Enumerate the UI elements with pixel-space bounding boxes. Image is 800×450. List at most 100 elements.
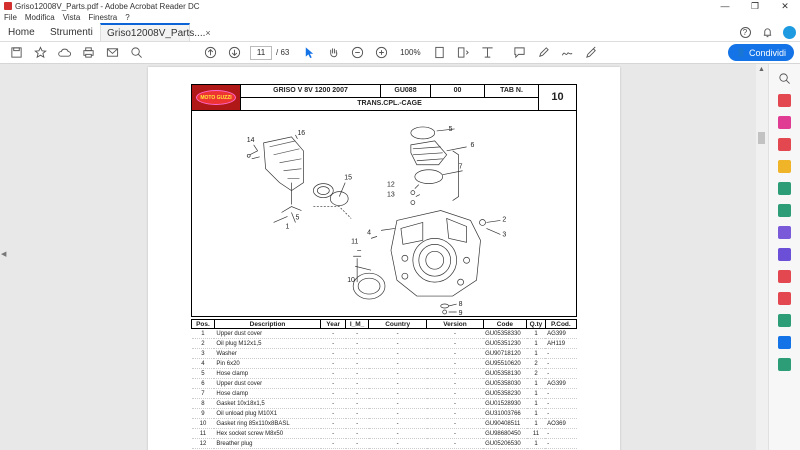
next-page-button[interactable] — [222, 44, 246, 62]
scrollbar-thumb[interactable] — [758, 132, 765, 144]
share-label: Condividi — [748, 47, 786, 58]
table-cell: 1 — [526, 398, 546, 409]
table-cell: - — [368, 438, 427, 449]
table-cell: - — [368, 348, 427, 359]
col-pcod: P.Cod. — [544, 319, 578, 329]
print-button[interactable] — [76, 44, 100, 62]
title-bar: Griso12008V_Parts.pdf - Adobe Acrobat Re… — [0, 0, 800, 12]
close-tab-icon[interactable]: × — [205, 28, 211, 38]
left-panel-toggle-icon[interactable]: ◀ — [1, 251, 7, 258]
bookmark-star-button[interactable] — [28, 44, 52, 62]
help-button[interactable]: ? — [734, 23, 756, 41]
fit-page-button[interactable] — [427, 44, 451, 62]
close-window-button[interactable]: ✕ — [781, 0, 789, 11]
save-icon — [10, 47, 22, 58]
compress-pdf-icon[interactable] — [778, 292, 791, 305]
table-cell: GU90718120 — [483, 348, 527, 359]
export-pdf-icon[interactable] — [778, 94, 791, 107]
scroll-up-icon[interactable]: ▲ — [758, 66, 765, 73]
tab-tools[interactable]: Strumenti — [50, 26, 93, 38]
search-button[interactable] — [124, 44, 148, 62]
table-cell: AG399 — [545, 378, 577, 389]
printer-icon — [82, 47, 94, 58]
table-cell: GU01528930 — [483, 398, 527, 409]
fill-sign-tool-icon[interactable] — [778, 226, 791, 239]
menu-file[interactable]: File — [4, 13, 17, 22]
minimize-button[interactable]: — — [720, 1, 730, 11]
table-cell: 8 — [191, 398, 215, 409]
hand-tool-button[interactable] — [321, 44, 345, 62]
group-title: TRANS.CPL.-CAGE — [240, 98, 538, 110]
tab-label: TAB N. — [484, 85, 538, 98]
zoom-in-button[interactable] — [369, 44, 393, 62]
save-button[interactable] — [4, 44, 28, 62]
table-cell: 1 — [526, 408, 546, 419]
table-cell: Hex socket screw M8x50 — [214, 428, 321, 439]
maximize-button[interactable]: ❐ — [750, 0, 760, 11]
protect-icon[interactable] — [778, 270, 791, 283]
sign-button[interactable] — [555, 44, 579, 62]
send-for-signature-icon[interactable] — [778, 248, 791, 261]
table-cell: - — [545, 398, 577, 409]
highlight-button[interactable] — [531, 44, 555, 62]
tab-home[interactable]: Home — [8, 26, 35, 38]
email-button[interactable] — [100, 44, 124, 62]
upload-button[interactable] — [52, 44, 76, 62]
callout-4: 4 — [367, 229, 371, 236]
col-qty: Q.ty — [526, 319, 546, 329]
fill-sign-button[interactable] — [579, 44, 603, 62]
table-cell: - — [320, 418, 346, 429]
table-cell: - — [320, 358, 346, 369]
menu-help[interactable]: ? — [125, 13, 130, 22]
table-cell: - — [368, 388, 427, 399]
table-cell: - — [345, 408, 369, 419]
arrow-down-circle-icon — [228, 46, 240, 59]
accessibility-icon[interactable] — [778, 358, 791, 371]
menu-finestra[interactable]: Finestra — [88, 13, 118, 22]
table-cell: - — [426, 368, 484, 379]
zoom-panel-icon[interactable] — [778, 72, 791, 85]
measure-tool-button[interactable] — [475, 44, 499, 62]
table-cell: - — [368, 408, 427, 419]
table-cell: - — [320, 378, 346, 389]
zoom-level-dropdown[interactable]: 100% — [400, 47, 421, 57]
table-cell: 1 — [526, 348, 546, 359]
table-cell: 2 — [526, 368, 546, 379]
page-display-button[interactable] — [451, 44, 475, 62]
table-cell: 2 — [526, 358, 546, 369]
menu-bar: File Modifica Vista Finestra ? — [0, 12, 800, 23]
vertical-scrollbar[interactable]: ▲ — [756, 64, 768, 450]
menu-modifica[interactable]: Modifica — [24, 13, 55, 22]
tab-document[interactable]: Griso12008V_Parts.... × — [100, 23, 211, 41]
col-description: Description — [213, 319, 322, 329]
callout-2: 2 — [502, 216, 506, 223]
scan-ocr-icon[interactable] — [778, 314, 791, 327]
comment-tool-icon[interactable] — [778, 160, 791, 173]
table-cell: 10 — [191, 418, 215, 429]
more-tools-icon[interactable] — [778, 336, 791, 349]
organize-pages-icon[interactable] — [778, 204, 791, 217]
account-button[interactable] — [778, 23, 800, 41]
page-number-input[interactable]: 11 — [250, 45, 272, 60]
menu-vista[interactable]: Vista — [62, 13, 81, 22]
table-cell: - — [345, 348, 369, 359]
prev-page-button[interactable] — [198, 44, 222, 62]
table-cell: - — [320, 348, 346, 359]
callout-3: 3 — [502, 231, 506, 238]
zoom-out-button[interactable] — [345, 44, 369, 62]
share-button[interactable]: 👤 Condividi — [728, 44, 794, 61]
callout-13: 13 — [387, 192, 395, 199]
comment-button[interactable] — [507, 44, 531, 62]
create-pdf-icon[interactable] — [778, 138, 791, 151]
edit-pdf-icon[interactable] — [778, 116, 791, 129]
table-cell: - — [426, 388, 484, 399]
sheet-rev: 00 — [430, 85, 484, 98]
bell-button[interactable] — [756, 23, 778, 41]
table-cell: - — [368, 398, 427, 409]
document-viewer[interactable]: MOTO GUZZI GRISO V 8V 1200 2007 GU088 00… — [0, 64, 756, 450]
parts-table-header: Pos. Description Year I_M_ Country Versi… — [191, 319, 578, 329]
table-cell: - — [545, 388, 577, 399]
combine-files-icon[interactable] — [778, 182, 791, 195]
select-tool-button[interactable] — [297, 44, 321, 62]
